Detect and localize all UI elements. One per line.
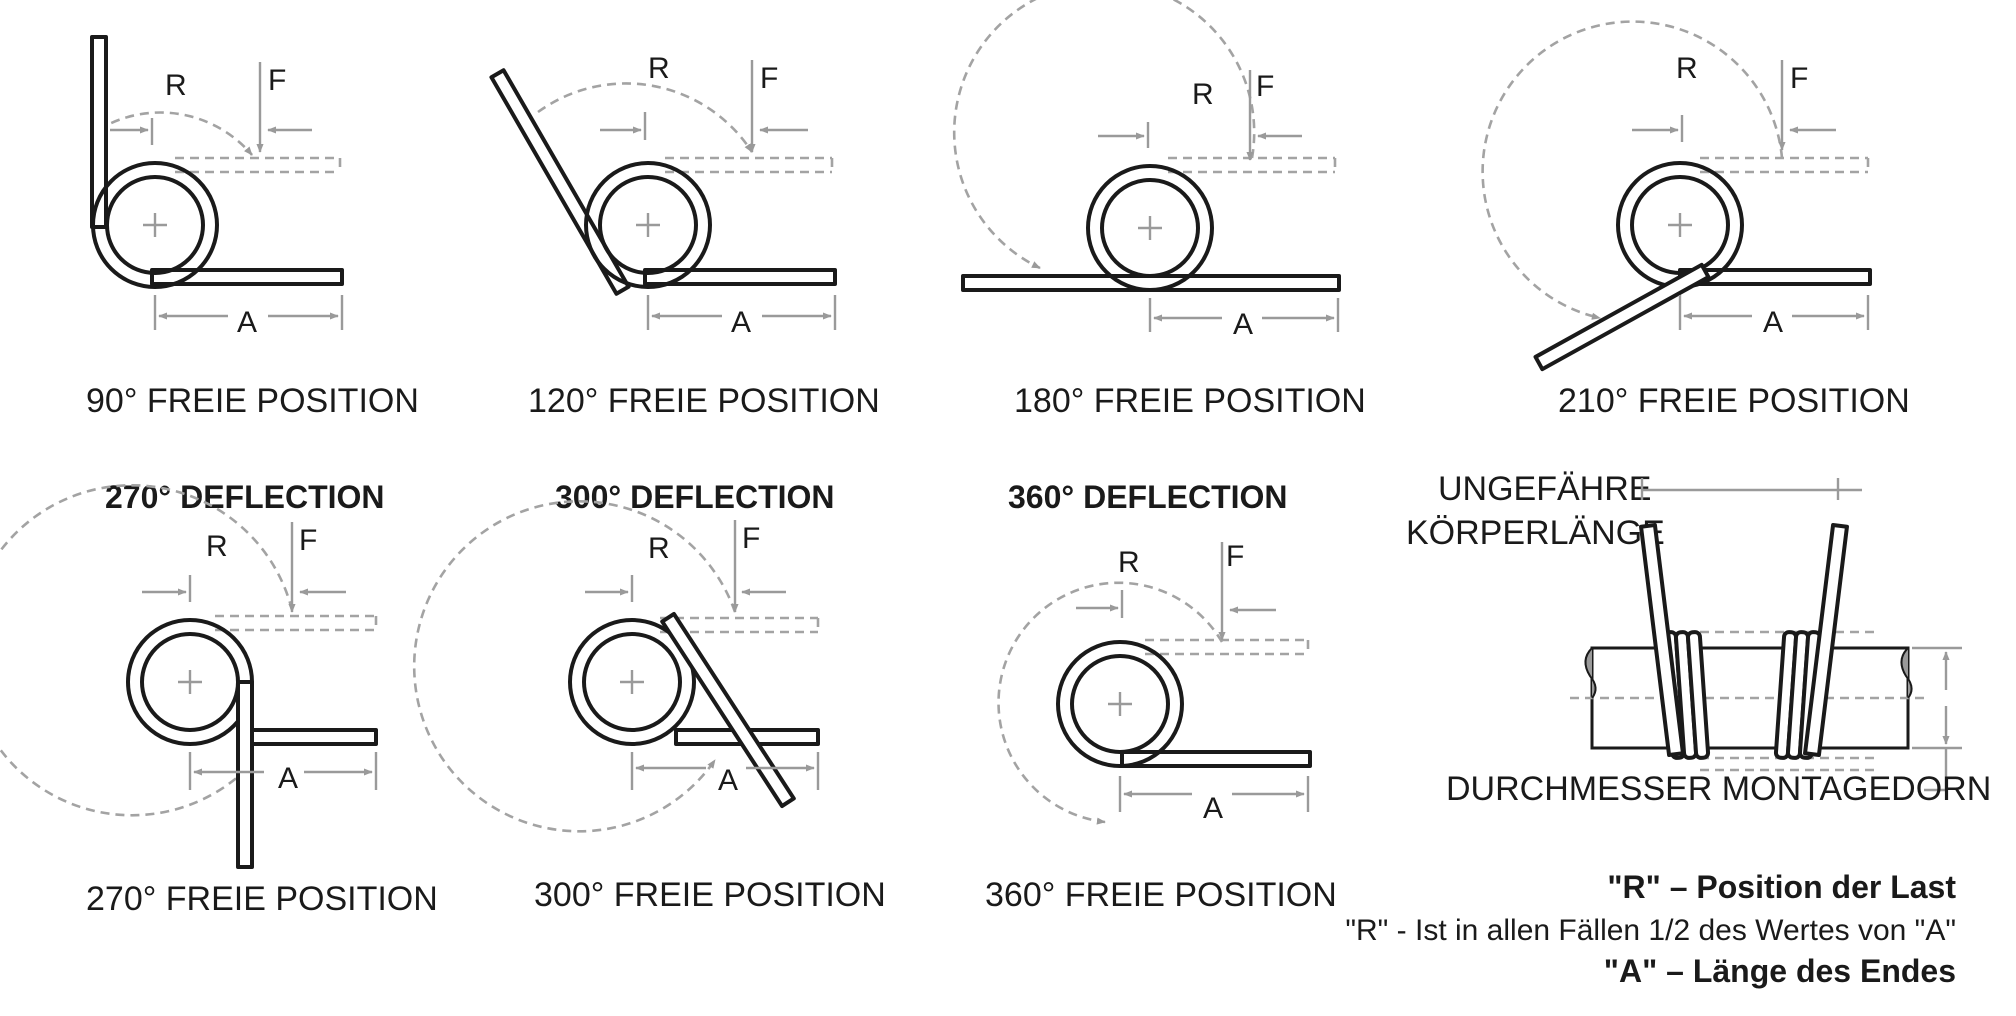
spring-coil-outer [584,161,712,289]
f-label: F [299,524,317,557]
spring-coil-outer [568,618,696,746]
f-label: F [1226,540,1244,573]
spring-leg-horizontal [236,728,378,746]
spring-leg-angled [660,611,796,809]
deflection-arc [0,484,294,817]
mandrel-break-right [1900,647,1913,699]
diagram-270-deflection: 270° DEFLECTION R F A 270° FREIE POSITIO… [0,479,438,918]
heading: 360° DEFLECTION [1008,479,1288,515]
spring-leg-horizontal [150,268,344,286]
spring-coil-outer [91,161,219,289]
spring-coil-inner [598,175,698,275]
diameter-leader [1924,748,1948,792]
caption: 180° FREIE POSITION [1014,382,1366,420]
spring-coil-outer [1086,164,1214,292]
r-label: R [648,52,670,85]
deflection-arc [537,82,754,153]
spring-coil-inner [1070,654,1170,754]
legend-line-r-rule: "R" - Ist in allen Fällen 1/2 des Wertes… [1345,914,1956,947]
heading: 300° DEFLECTION [555,479,835,515]
a-label: A [731,306,751,339]
spring-leg-vertical [236,680,254,869]
spring-coil-outer [1056,640,1184,768]
f-label: F [742,522,760,555]
spring-leg-angled [1533,262,1711,372]
heading: 270° DEFLECTION [105,479,385,515]
caption: 300° FREIE POSITION [534,876,886,914]
a-label: A [718,764,738,797]
spring-end-left [1639,523,1685,757]
deflection-arc [1481,20,1784,320]
diagram-180-free-position: R F A 180° FREIE POSITION [952,0,1366,420]
deflection-arc [97,111,253,156]
legend-line-r-position: "R" – Position der Last [1607,869,1956,905]
legend: "R" – Position der Last "R" - Ist in all… [1345,869,1956,989]
a-label: A [237,306,257,339]
mandrel-detail: UNGEFÄHRE KÖRPERLÄNGE DURCHMESSER MONTAG… [1406,470,1991,808]
a-label: A [1233,308,1253,341]
caption: 90° FREIE POSITION [86,382,419,420]
spring-leg-left [961,274,1341,292]
caption: 210° FREIE POSITION [1558,382,1910,420]
body-length-label: KÖRPERLÄNGE [1406,514,1665,552]
spring-coil-inner [1100,178,1200,278]
f-label: F [760,62,778,95]
mandrel-break-left [1584,647,1597,699]
diagram-120-free-position: R F A 120° FREIE POSITION [489,52,880,420]
r-label: R [1118,546,1140,579]
a-label: A [1203,792,1223,825]
spring-leg-vertical [90,35,108,229]
spring-coil-left-3 [1685,630,1711,760]
deflection-arc [412,500,737,833]
a-label: A [1763,306,1783,339]
r-label: R [206,530,228,563]
body-length-label: UNGEFÄHRE [1438,470,1651,508]
spring-leg-angled [489,68,631,296]
spring-coil-inner [1630,175,1730,275]
mandrel-diameter-label: DURCHMESSER MONTAGEDORN [1446,770,1991,808]
legend-line-a-length: "A" – Länge des Endes [1604,953,1956,989]
caption: 360° FREIE POSITION [985,876,1337,914]
f-label: F [1790,62,1808,95]
diagram-360-deflection: 360° DEFLECTION R F A 360° FREIE POSITIO… [985,479,1337,914]
deflection-arc [997,581,1224,825]
diagram-90-free-position: R F A 90° FREIE POSITION [86,35,419,420]
f-label: F [268,64,286,97]
spring-coil-inner [105,175,205,275]
r-label: R [165,69,187,102]
deflection-arc [952,0,1256,270]
diagram-210-free-position: R F A 210° FREIE POSITION [1481,20,1910,420]
r-label: R [648,532,670,565]
diagram-300-deflection: 300° DEFLECTION R F A 300° FREIE POSITIO… [412,479,886,914]
a-label: A [278,762,298,795]
spring-end-right [1803,523,1849,757]
spring-leg-horizontal [643,268,837,286]
spring-coil-inner [582,632,682,732]
caption: 270° FREIE POSITION [86,880,438,918]
r-label: R [1676,52,1698,85]
caption: 120° FREIE POSITION [528,382,880,420]
spring-leg-horizontal [1120,750,1312,768]
f-label: F [1256,70,1274,103]
r-label: R [1192,78,1214,111]
